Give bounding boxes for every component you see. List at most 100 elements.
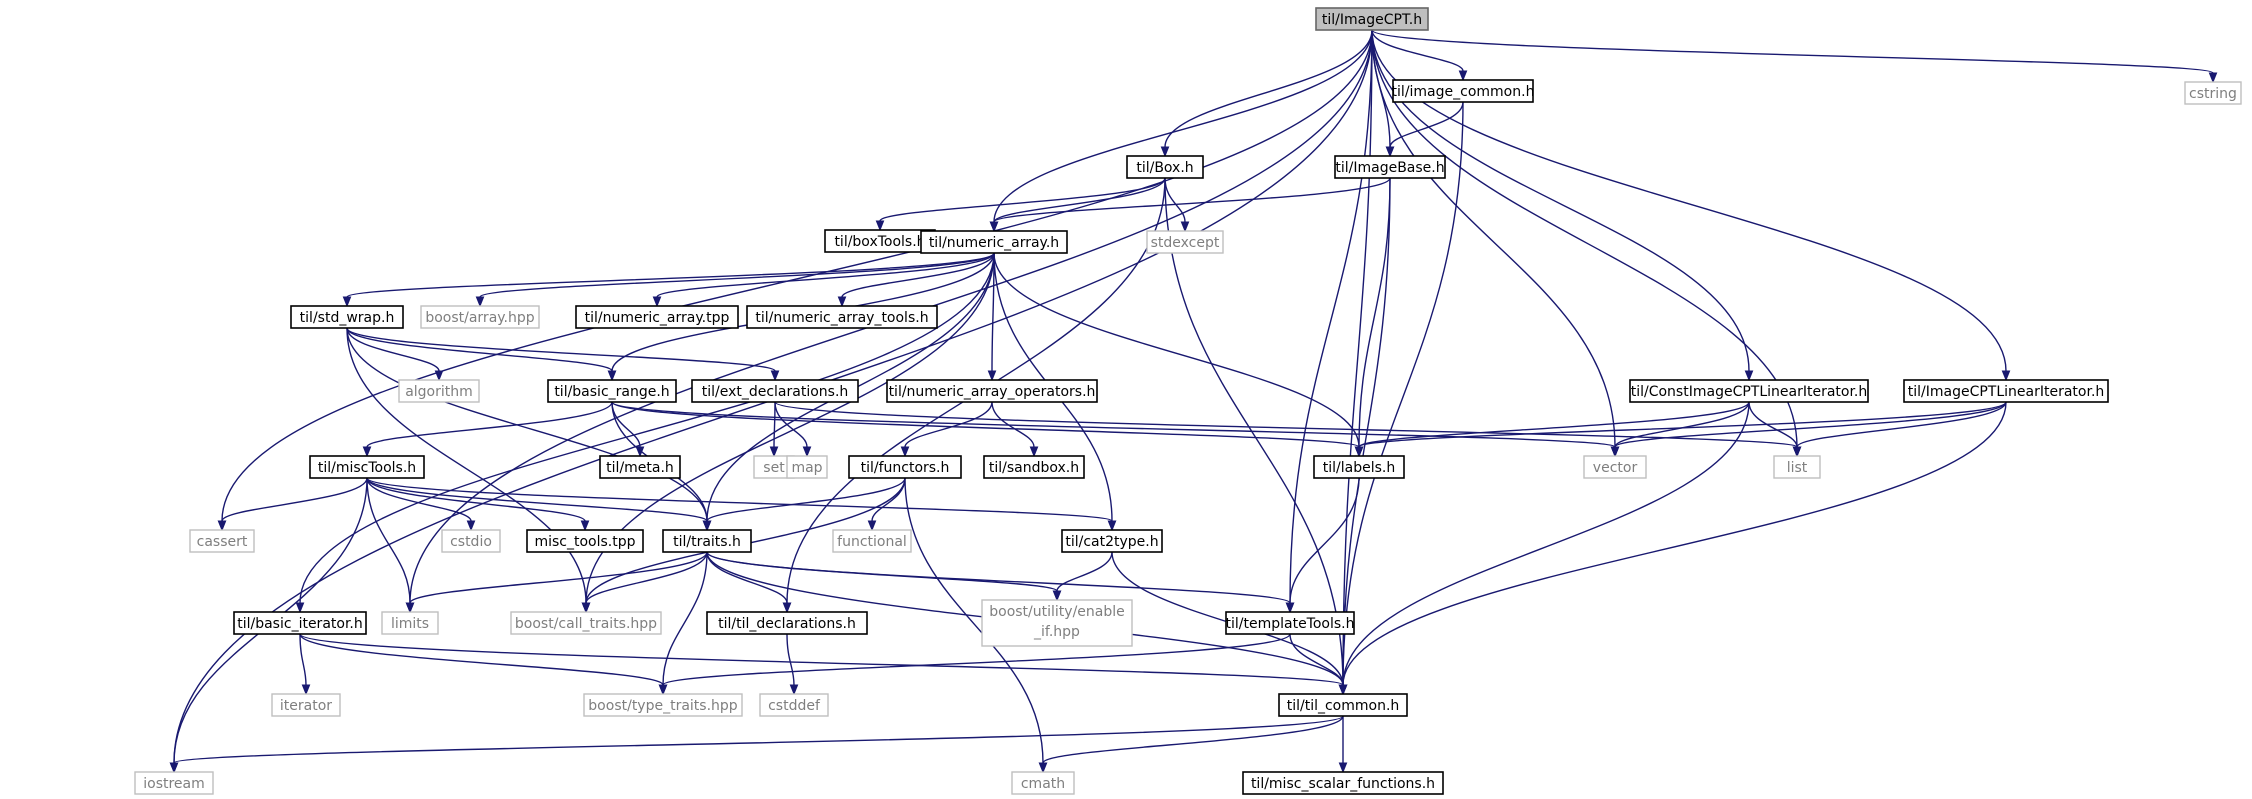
edge-til-box-h-to-til-numeric-array-h (993, 177, 1166, 223)
edge-til-cat2type-h-to-boost-utility-enable-if-hpp (1056, 551, 1113, 592)
node-til-templatetools-h: til/templateTools.h (1225, 611, 1355, 635)
node-box (233, 611, 367, 635)
arrowhead-icon (769, 446, 779, 458)
node-til-box-h: til/Box.h (1126, 155, 1204, 179)
node-til-cat2type-h: til/cat2type.h (1061, 529, 1163, 553)
arrowhead-icon (434, 370, 444, 382)
node-label: til/std_wrap.h (300, 310, 395, 326)
edge-til-imagebase-h-to-til-labels-h (1358, 177, 1391, 448)
node-label: til/numeric_array.tpp (585, 310, 730, 326)
arrowhead-icon (770, 370, 780, 382)
edge-til-functors-h-to-cmath (904, 477, 1044, 764)
edge-til-image-common-h-to-til-imagebase-h (1389, 101, 1464, 148)
node-box (1392, 79, 1534, 103)
edge-til-imagecpt-h-to-til-image-common-h (1371, 29, 1464, 72)
arrowhead-icon (652, 296, 662, 308)
edge-til-misctools-h-to-limits (366, 477, 411, 604)
edge-til-numeric-array-h-to-til-numeric-array-tools-h (841, 252, 995, 298)
node-label: vector (1593, 460, 1638, 476)
node-til-numeric-array-tools-h: til/numeric_array_tools.h (746, 305, 938, 329)
node-boost-utility-enable-if-hpp: boost/utility/enable_if.hpp (981, 599, 1133, 647)
node-box (398, 379, 480, 403)
edge-til-basic-iterator-h-to-iterator (299, 633, 307, 686)
edge-til-imagecpt-h-to-cstring (1371, 29, 2214, 74)
edge-til-std-wrap-h-to-til-ext-declarations-h (346, 327, 776, 372)
node-cassert: cassert (189, 529, 255, 553)
node-label: til/templateTools.h (1226, 616, 1355, 632)
node-box (886, 379, 1098, 403)
node-label: til/ImageBase.h (1335, 160, 1444, 176)
edge-til-til-common-h-to-cmath (1042, 715, 1344, 764)
node-label: til/meta.h (606, 460, 674, 476)
arrowhead-icon (1338, 762, 1348, 774)
node-til-sandbox-h: til/sandbox.h (983, 455, 1085, 479)
node-til-meta-h: til/meta.h (599, 455, 681, 479)
arrowhead-icon (607, 370, 617, 382)
node-label: til/til_declarations.h (718, 616, 856, 632)
node-boost-array-hpp: boost/array.hpp (420, 305, 540, 329)
edge-til-constimagecptlineariterator-h-to-til-til-common-h (1342, 401, 1750, 686)
node-label: til/numeric_array_operators.h (889, 384, 1096, 400)
node-box (662, 529, 752, 553)
node-map: map (786, 455, 828, 479)
node-til-labels-h: til/labels.h (1313, 455, 1405, 479)
arrowhead-icon (1792, 446, 1802, 458)
arrowhead-icon (169, 762, 179, 774)
node-til-imagecptlineariterator-h: til/ImageCPTLinearIterator.h (1903, 379, 2109, 403)
edge-til-til-declarations-h-to-cstddef (786, 633, 795, 686)
node-box (1278, 693, 1408, 717)
node-til-image-common-h: til/image_common.h (1392, 79, 1534, 103)
edge-til-misctools-h-to-til-traits-h (366, 477, 708, 522)
arrowhead-icon (1610, 446, 1620, 458)
node-iostream: iostream (134, 771, 214, 795)
edge-til-basic-range-h-to-vector (611, 401, 1616, 448)
node-label: til/basic_iterator.h (237, 616, 363, 632)
arrowhead-icon (1285, 602, 1295, 614)
node-til-numeric-array-h: til/numeric_array.h (920, 230, 1068, 254)
node-til-til-common-h: til/til_common.h (1278, 693, 1408, 717)
node-til-ext-declarations-h: til/ext_declarations.h (691, 379, 859, 403)
node-til-misc-scalar-functions-h: til/misc_scalar_functions.h (1242, 771, 1444, 795)
node-label: til/traits.h (673, 534, 741, 550)
edge-til-misctools-h-to-til-cat2type-h (366, 477, 1113, 522)
node-box (290, 305, 404, 329)
arrowhead-icon (295, 602, 305, 614)
edge-til-basic-range-h-to-til-labels-h (611, 401, 1360, 448)
node-stdexcept: stdexcept (1146, 230, 1224, 254)
arrowhead-icon (867, 520, 877, 532)
arrowhead-icon (217, 520, 227, 532)
node-label: cassert (197, 534, 248, 550)
node-label: cstddef (768, 698, 821, 714)
node-label: boost/call_traits.hpp (515, 616, 657, 632)
arrowhead-icon (1107, 520, 1117, 532)
edge-til-imagecpt-h-to-til-til-common-h (1342, 29, 1373, 686)
node-til-til-declarations-h: til/til_declarations.h (706, 611, 868, 635)
arrowhead-icon (789, 684, 799, 696)
node-box (1583, 455, 1647, 479)
arrowhead-icon (1458, 70, 1468, 82)
node-label: stdexcept (1151, 235, 1220, 251)
edge-til-imagecpt-h-to-cassert (221, 29, 1373, 522)
node-box (1315, 7, 1429, 31)
edge-til-numeric-array-operators-h-to-til-sandbox-h (991, 401, 1035, 448)
node-box (547, 379, 677, 403)
arrowhead-icon (1180, 221, 1190, 233)
edge-til-constimagecptlineariterator-h-to-list (1748, 401, 1798, 448)
node-boost-type-traits-hpp: boost/type_traits.hpp (583, 693, 743, 717)
edge-til-imagecpt-h-to-list (1371, 29, 1798, 448)
node-box (134, 771, 214, 795)
arrowhead-icon (900, 446, 910, 458)
edge-til-numeric-array-h-to-til-std-wrap-h (346, 252, 995, 298)
arrowhead-icon (702, 520, 712, 532)
arrowhead-icon (1354, 446, 1364, 458)
edge-til-imagebase-h-to-til-numeric-array-h (993, 177, 1391, 223)
edge-til-imagecptlineariterator-h-to-vector (1614, 401, 2007, 448)
arrowhead-icon (2208, 72, 2218, 84)
edge-til-basic-iterator-h-to-boost-type-traits-hpp (299, 633, 664, 686)
node-cstring: cstring (2184, 81, 2242, 105)
node-box (759, 693, 829, 717)
edge-til-traits-h-to-til-templatetools-h (706, 551, 1291, 604)
node-box (1903, 379, 2109, 403)
